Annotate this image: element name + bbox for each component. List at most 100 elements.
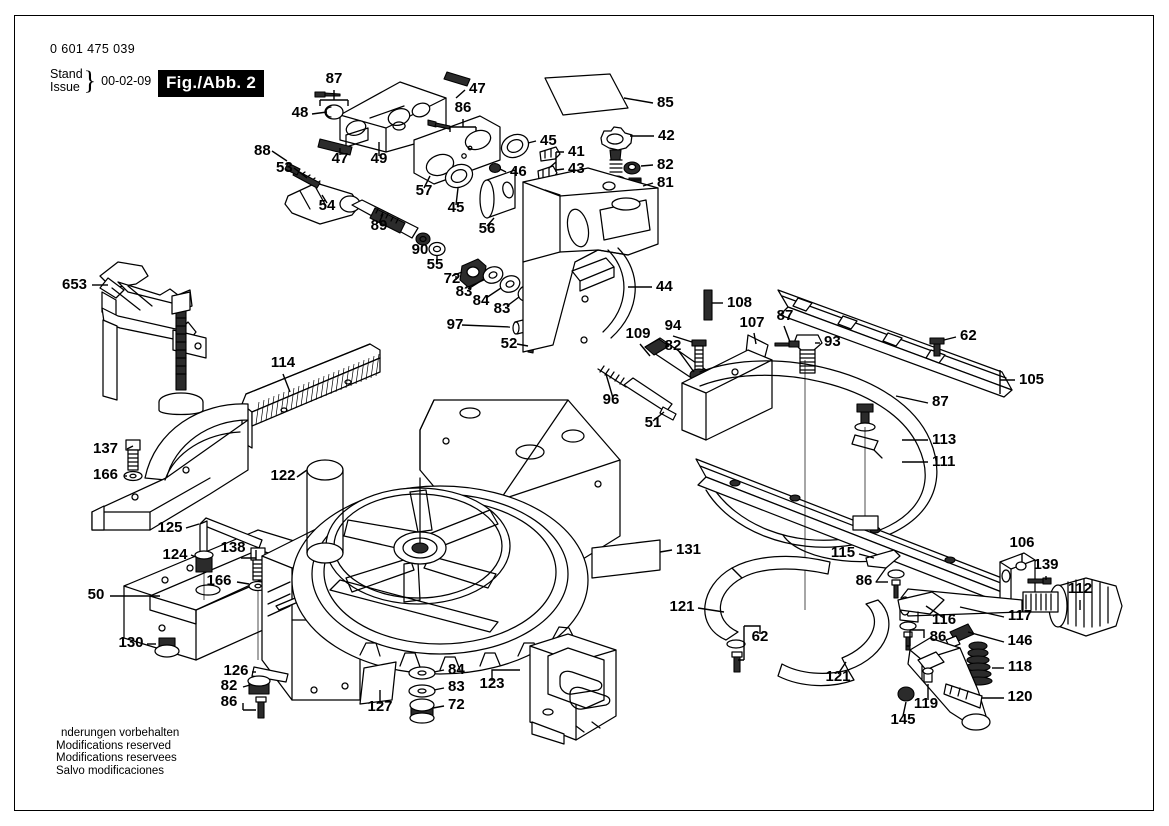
part-number-label: 51	[645, 414, 662, 431]
guard-rings-and-hardware	[591, 539, 993, 731]
part-number-label: 125	[157, 519, 182, 536]
part-number-label: 94	[665, 317, 682, 334]
part-number-label: 62	[752, 628, 769, 645]
part-number-label: 50	[88, 586, 105, 603]
part-number-label: 121	[669, 598, 694, 615]
part-left-guard-plate	[91, 403, 249, 531]
part-87-screw-disc	[854, 403, 876, 432]
part-number-label: 146	[1007, 632, 1032, 649]
part-number-label: 121	[825, 668, 850, 685]
part-116-bracket	[897, 591, 945, 623]
part-number-label: 82	[657, 156, 674, 173]
part-121-guard-upper	[704, 555, 831, 641]
figure-badge: Fig./Abb. 2	[158, 70, 265, 97]
part-120-lever	[907, 637, 991, 731]
part-number-label: 96	[603, 391, 620, 408]
part-number-label: 82	[665, 337, 682, 354]
part-number-label: 62	[960, 327, 977, 344]
part-86-screw	[427, 119, 451, 130]
part-number-label: 97	[447, 316, 464, 333]
part-number-label: 109	[625, 325, 650, 342]
part-number-label: 57	[416, 182, 433, 199]
part-number-label: 81	[657, 174, 674, 191]
stand-label: Stand	[50, 67, 83, 81]
part-number-label: 117	[1008, 607, 1032, 624]
part-56-sleeve	[479, 169, 516, 219]
part-number-label: 138	[220, 539, 245, 556]
part-number-label: 105	[1019, 371, 1044, 388]
part-number-label: 115	[831, 544, 855, 561]
part-number-label: 106	[1009, 534, 1034, 551]
part-number-label: 55	[427, 256, 444, 273]
part-115-lever	[865, 549, 901, 583]
part-number-label: 53	[276, 159, 293, 176]
part-number-label: 43	[568, 160, 585, 177]
part-number-label: 108	[727, 294, 752, 311]
part-88-tip	[284, 162, 301, 176]
part-number-label: 86	[930, 628, 947, 645]
part-number-label: 85	[657, 94, 674, 111]
part-number-label: 87	[326, 70, 343, 87]
part-number-label: 49	[371, 150, 388, 167]
part-right-base-block	[681, 349, 773, 441]
part-number-label: 72	[448, 696, 465, 713]
part-127-plate	[359, 661, 397, 705]
part-number-label: 166	[93, 466, 118, 483]
part-number-label: 116	[932, 611, 956, 628]
part-number-label: 87	[777, 307, 794, 324]
part-number-label: 52	[501, 335, 518, 352]
part-45-washer-lower	[444, 163, 474, 189]
part-number-label: 120	[1007, 688, 1032, 705]
part-number-label: 47	[469, 80, 486, 97]
part-48-bushing	[324, 104, 344, 120]
part-number-label: 111	[932, 453, 955, 470]
part-number-label: 41	[568, 143, 585, 160]
part-108-pin	[703, 289, 713, 321]
part-137-screw	[125, 439, 141, 471]
part-number-label: 93	[824, 333, 841, 350]
part-number-label: 119	[914, 695, 938, 712]
part-46-nut	[488, 162, 502, 174]
part-number-label: 130	[118, 634, 143, 651]
part-number-label: 166	[206, 572, 231, 589]
part-number-label: 46	[510, 163, 527, 180]
part-123-fence-block	[529, 633, 617, 745]
part-82-nut-upper	[623, 161, 641, 175]
part-number-label: 42	[658, 127, 675, 144]
part-54-handle	[284, 182, 361, 225]
part-number-label: 124	[162, 546, 188, 563]
part-number-label: 82	[221, 677, 238, 694]
part-53-spring	[292, 169, 321, 189]
disclaimer-footer: nderungen vorbehalten Modifications rese…	[56, 727, 179, 777]
part-86-screw-base	[255, 696, 267, 719]
stand-issue-words: Stand Issue	[50, 68, 83, 93]
part-number-label: 86	[221, 693, 238, 710]
part-41-clip	[539, 146, 561, 162]
part-86-screw-guard	[887, 569, 905, 599]
part-105-rail	[777, 289, 1013, 398]
part-number-label: 86	[455, 99, 472, 116]
part-44-guard	[571, 247, 636, 339]
part-87-screw-right	[774, 340, 800, 348]
part-114-saw-blade	[241, 343, 381, 449]
part-number-label: 45	[448, 199, 465, 216]
part-number-label: 139	[1033, 556, 1058, 573]
issue-date: 00-02-09	[101, 73, 152, 88]
part-45-washer-upper	[500, 133, 530, 159]
part-62-screw-guard	[726, 639, 746, 673]
part-72-nut	[459, 258, 487, 288]
part-number-label: 47	[332, 150, 349, 167]
part-number-label: 90	[412, 241, 429, 258]
part-124-cap	[194, 550, 214, 573]
part-number-label: 88	[254, 142, 271, 159]
part-number-label: 122	[270, 467, 295, 484]
part-55-washer	[428, 241, 446, 257]
part-47-pin-lower	[317, 138, 353, 156]
disclaimer-es: Salvo modificaciones	[56, 764, 165, 777]
part-47-pin-upper	[443, 71, 471, 87]
part-96-spring	[597, 365, 627, 388]
part-130-foot	[154, 637, 180, 658]
